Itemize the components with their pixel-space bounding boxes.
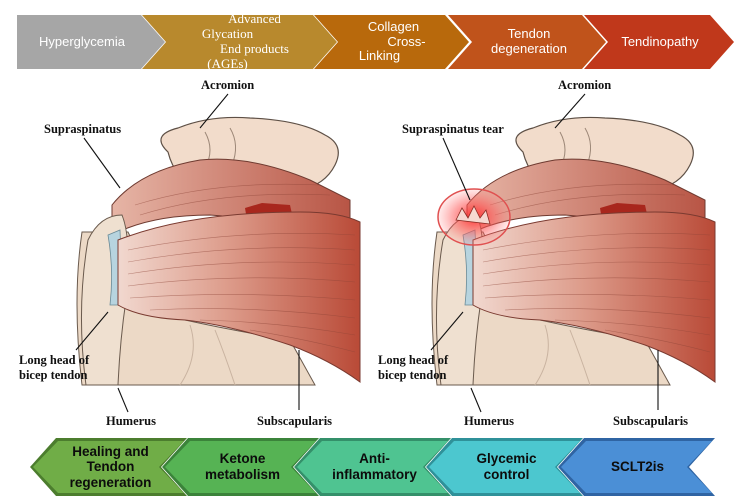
right-leader-lines [430,93,659,413]
flow-step-sglt2is: SCLT2is [558,438,715,496]
flow-step-label-line2: End products (AGEs) [207,41,289,71]
flow-step-label-line1: Collagen [367,18,420,34]
flow-step-label-line1: Anti- [359,451,390,467]
flow-step-healing: Healing and Tendon regeneration [30,438,187,496]
flow-step-label-line2: Cross-Linking [358,33,426,64]
label-humerus: Humerus [464,414,514,428]
flow-step-label-line2: degeneration [491,41,567,56]
flow-step-ketone-metabolism: Ketone metabolism [162,438,319,496]
label-long-head-bicep: Long head of bicep tendon [378,353,449,382]
label-acromion: Acromion [558,78,612,92]
flow-step-label-line2: inflammatory [332,467,417,482]
flow-step-anti-inflammatory: Anti- inflammatory [294,438,451,496]
flow-step-label-line1: Healing and [72,443,149,459]
flow-step-label-line1: Glycemic [476,451,537,467]
flow-step-label-line3: regeneration [69,474,152,490]
flow-step-ages: Advanced Glycation End products (AGEs) [142,15,337,69]
flow-step-tendinopathy: Tendinopathy [584,15,734,69]
label-acromion: Acromion [201,78,255,92]
right-shoulder-drawing [431,116,716,386]
left-shoulder-drawing [76,116,361,386]
flow-step-label-line2: Tendon [86,459,135,475]
label-supraspinatus-tear: Supraspinatus tear [402,122,504,136]
flow-step-label-line1: Ketone [219,451,266,467]
label-supraspinatus: Supraspinatus [44,122,122,136]
flow-step-label: SCLT2is [610,459,664,475]
label-humerus: Humerus [106,414,156,428]
flow-step-label-line1: Tendon [507,26,551,42]
flow-step-label: Tendinopathy [621,33,699,49]
label-long-head-bicep: Long head of bicep tendon [19,353,90,382]
label-subscapularis: Subscapularis [613,414,689,428]
flow-step-glycemic-control: Glycemic control [426,438,583,496]
flow-step-label: Hyperglycemia [39,33,125,49]
flow-step-label-line2: metabolism [204,467,281,482]
flow-step-label-line2: control [483,467,530,482]
left-leader-lines [75,93,300,413]
tear-edge [455,205,491,225]
flow-step-tendon-degeneration: Tendon degeneration [448,15,606,69]
flow-step-collagen-cross-linking: Collagen Cross-Linking [314,15,469,69]
label-subscapularis: Subscapularis [257,414,333,428]
flow-step-hyperglycemia: Hyperglycemia [17,15,165,69]
